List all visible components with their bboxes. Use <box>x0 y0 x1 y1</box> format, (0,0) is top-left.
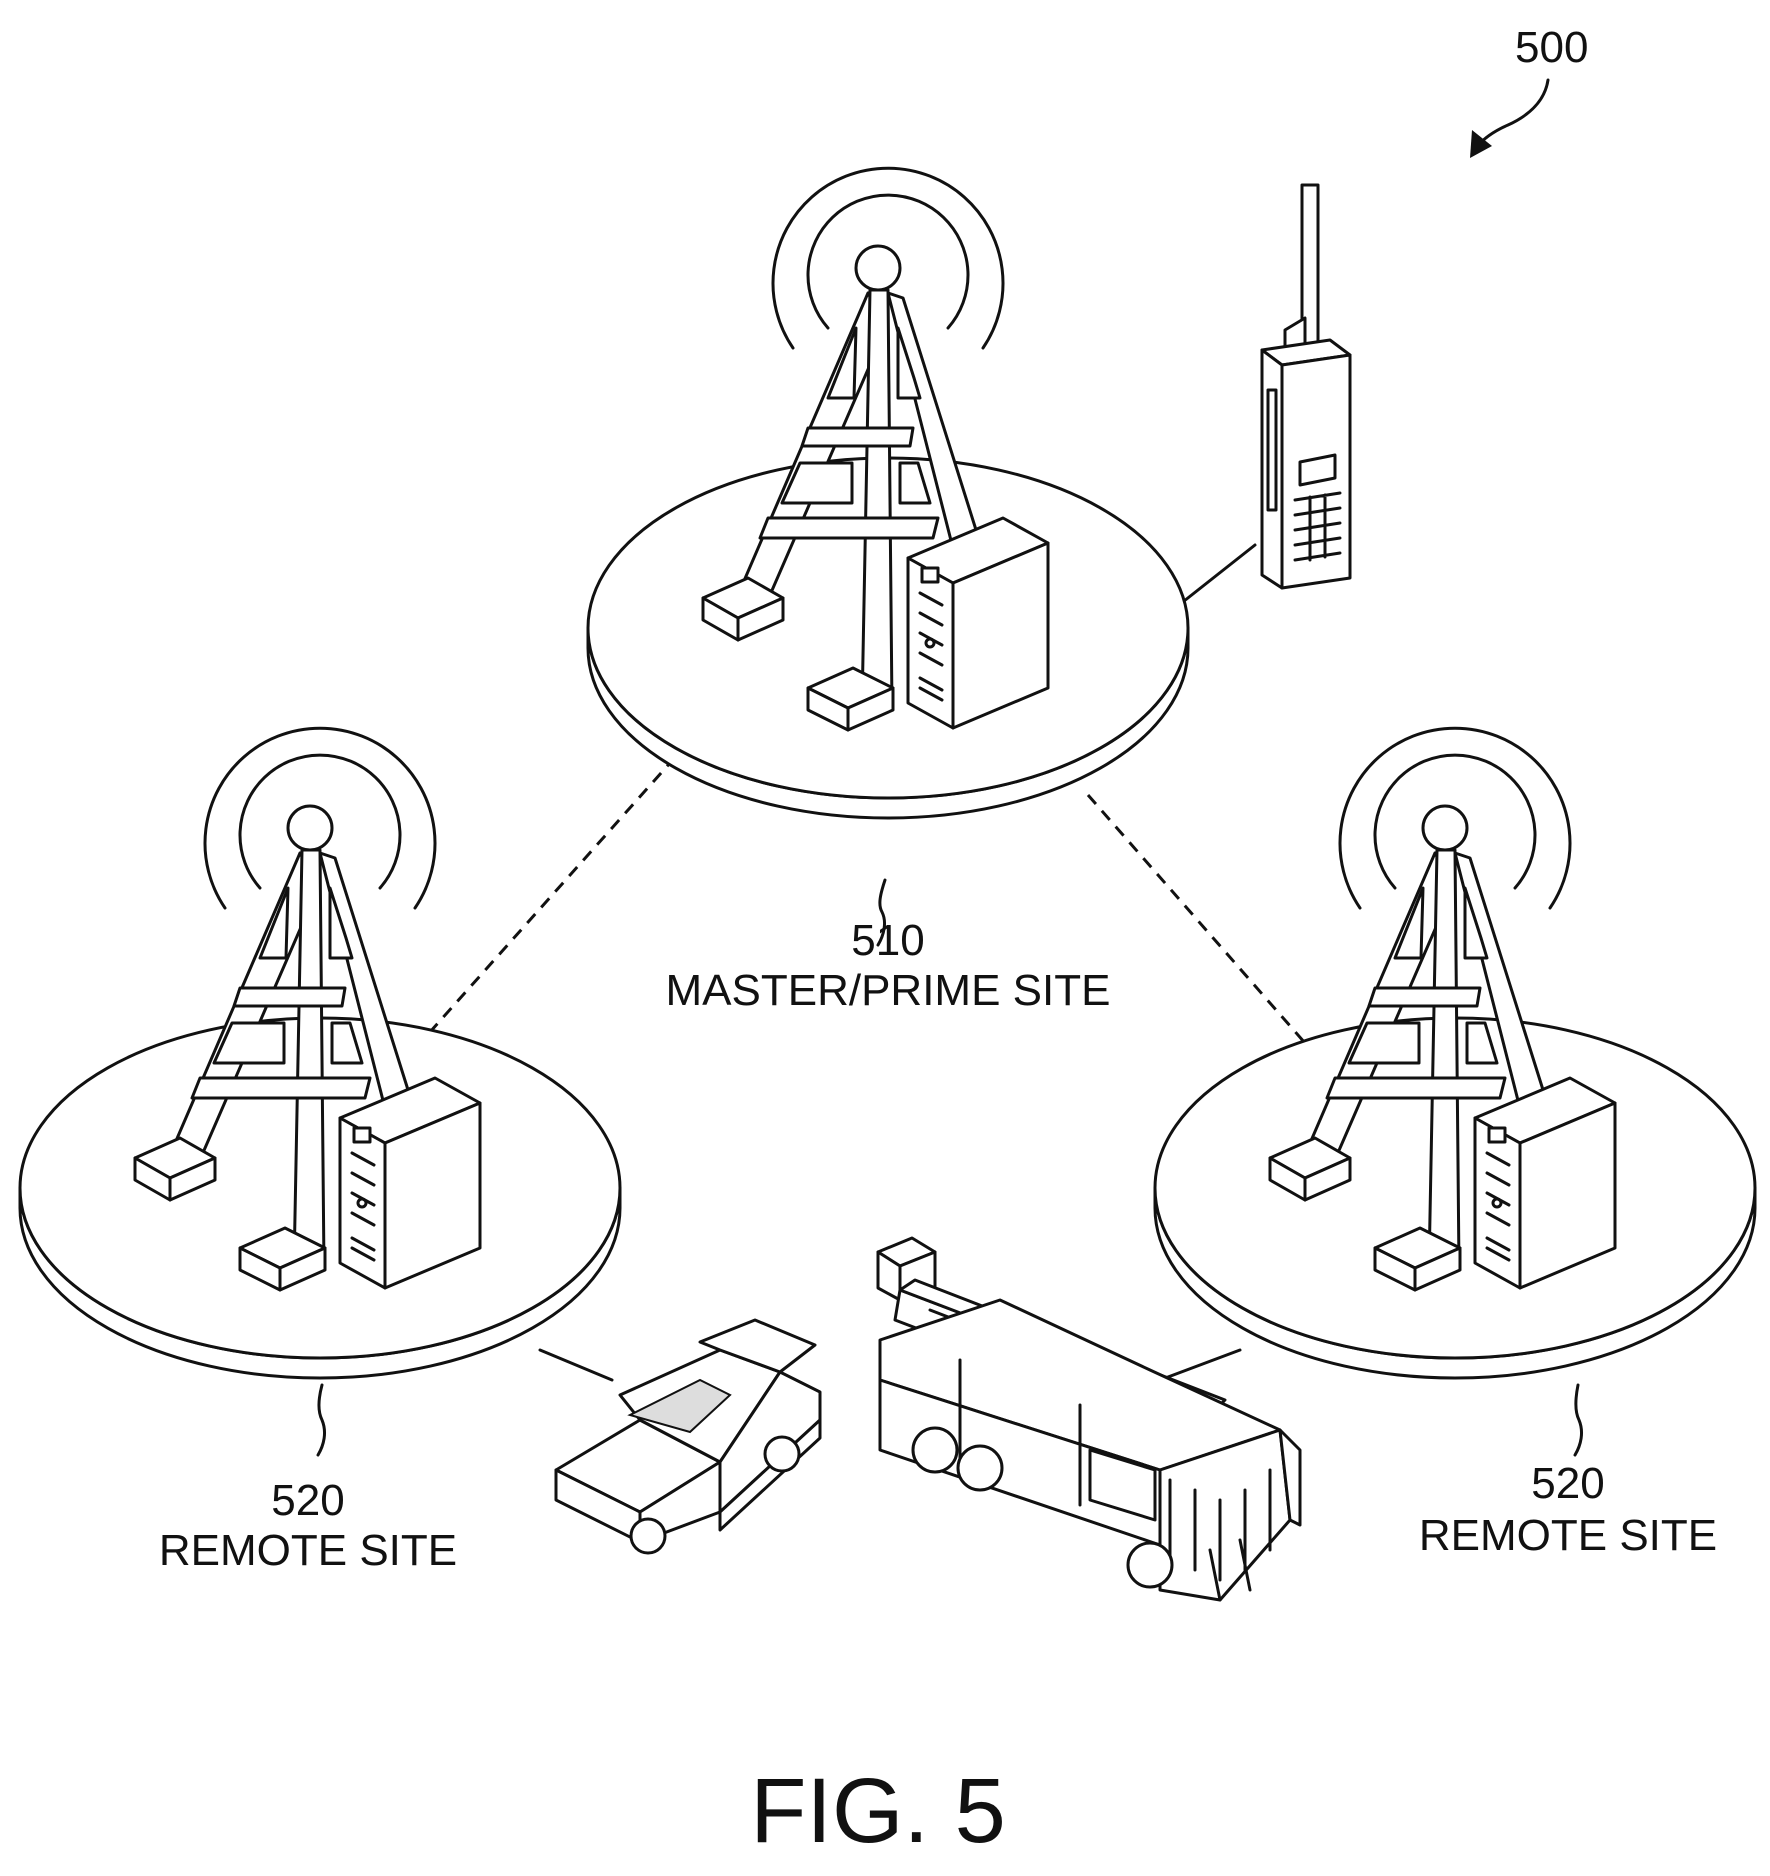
remote-right-label: REMOTE SITE <box>1419 1511 1717 1560</box>
remote-left-label: REMOTE SITE <box>159 1526 457 1575</box>
master-site-number: 510 <box>851 916 924 965</box>
reference-arrow-icon <box>1470 80 1548 158</box>
link-master-remote-right <box>1088 795 1305 1043</box>
figure-reference-number: 500 <box>1515 23 1588 72</box>
remote-left-leader-line <box>318 1385 325 1455</box>
remote-site-left-icon <box>20 728 620 1378</box>
remote-left-number: 520 <box>271 1476 344 1525</box>
handheld-radio-icon <box>1262 185 1350 588</box>
link-remote-left-car <box>540 1350 612 1380</box>
link-master-remote-left <box>430 726 703 1032</box>
link-remote-right-truck <box>1160 1350 1240 1380</box>
police-car-icon <box>556 1320 820 1553</box>
remote-site-right-icon <box>1155 728 1755 1378</box>
master-prime-site-icon <box>588 168 1188 818</box>
remote-right-number: 520 <box>1531 1459 1604 1508</box>
figure-caption: FIG. 5 <box>750 1760 1006 1862</box>
master-site-label: MASTER/PRIME SITE <box>666 966 1111 1015</box>
remote-right-leader-line <box>1575 1385 1582 1455</box>
